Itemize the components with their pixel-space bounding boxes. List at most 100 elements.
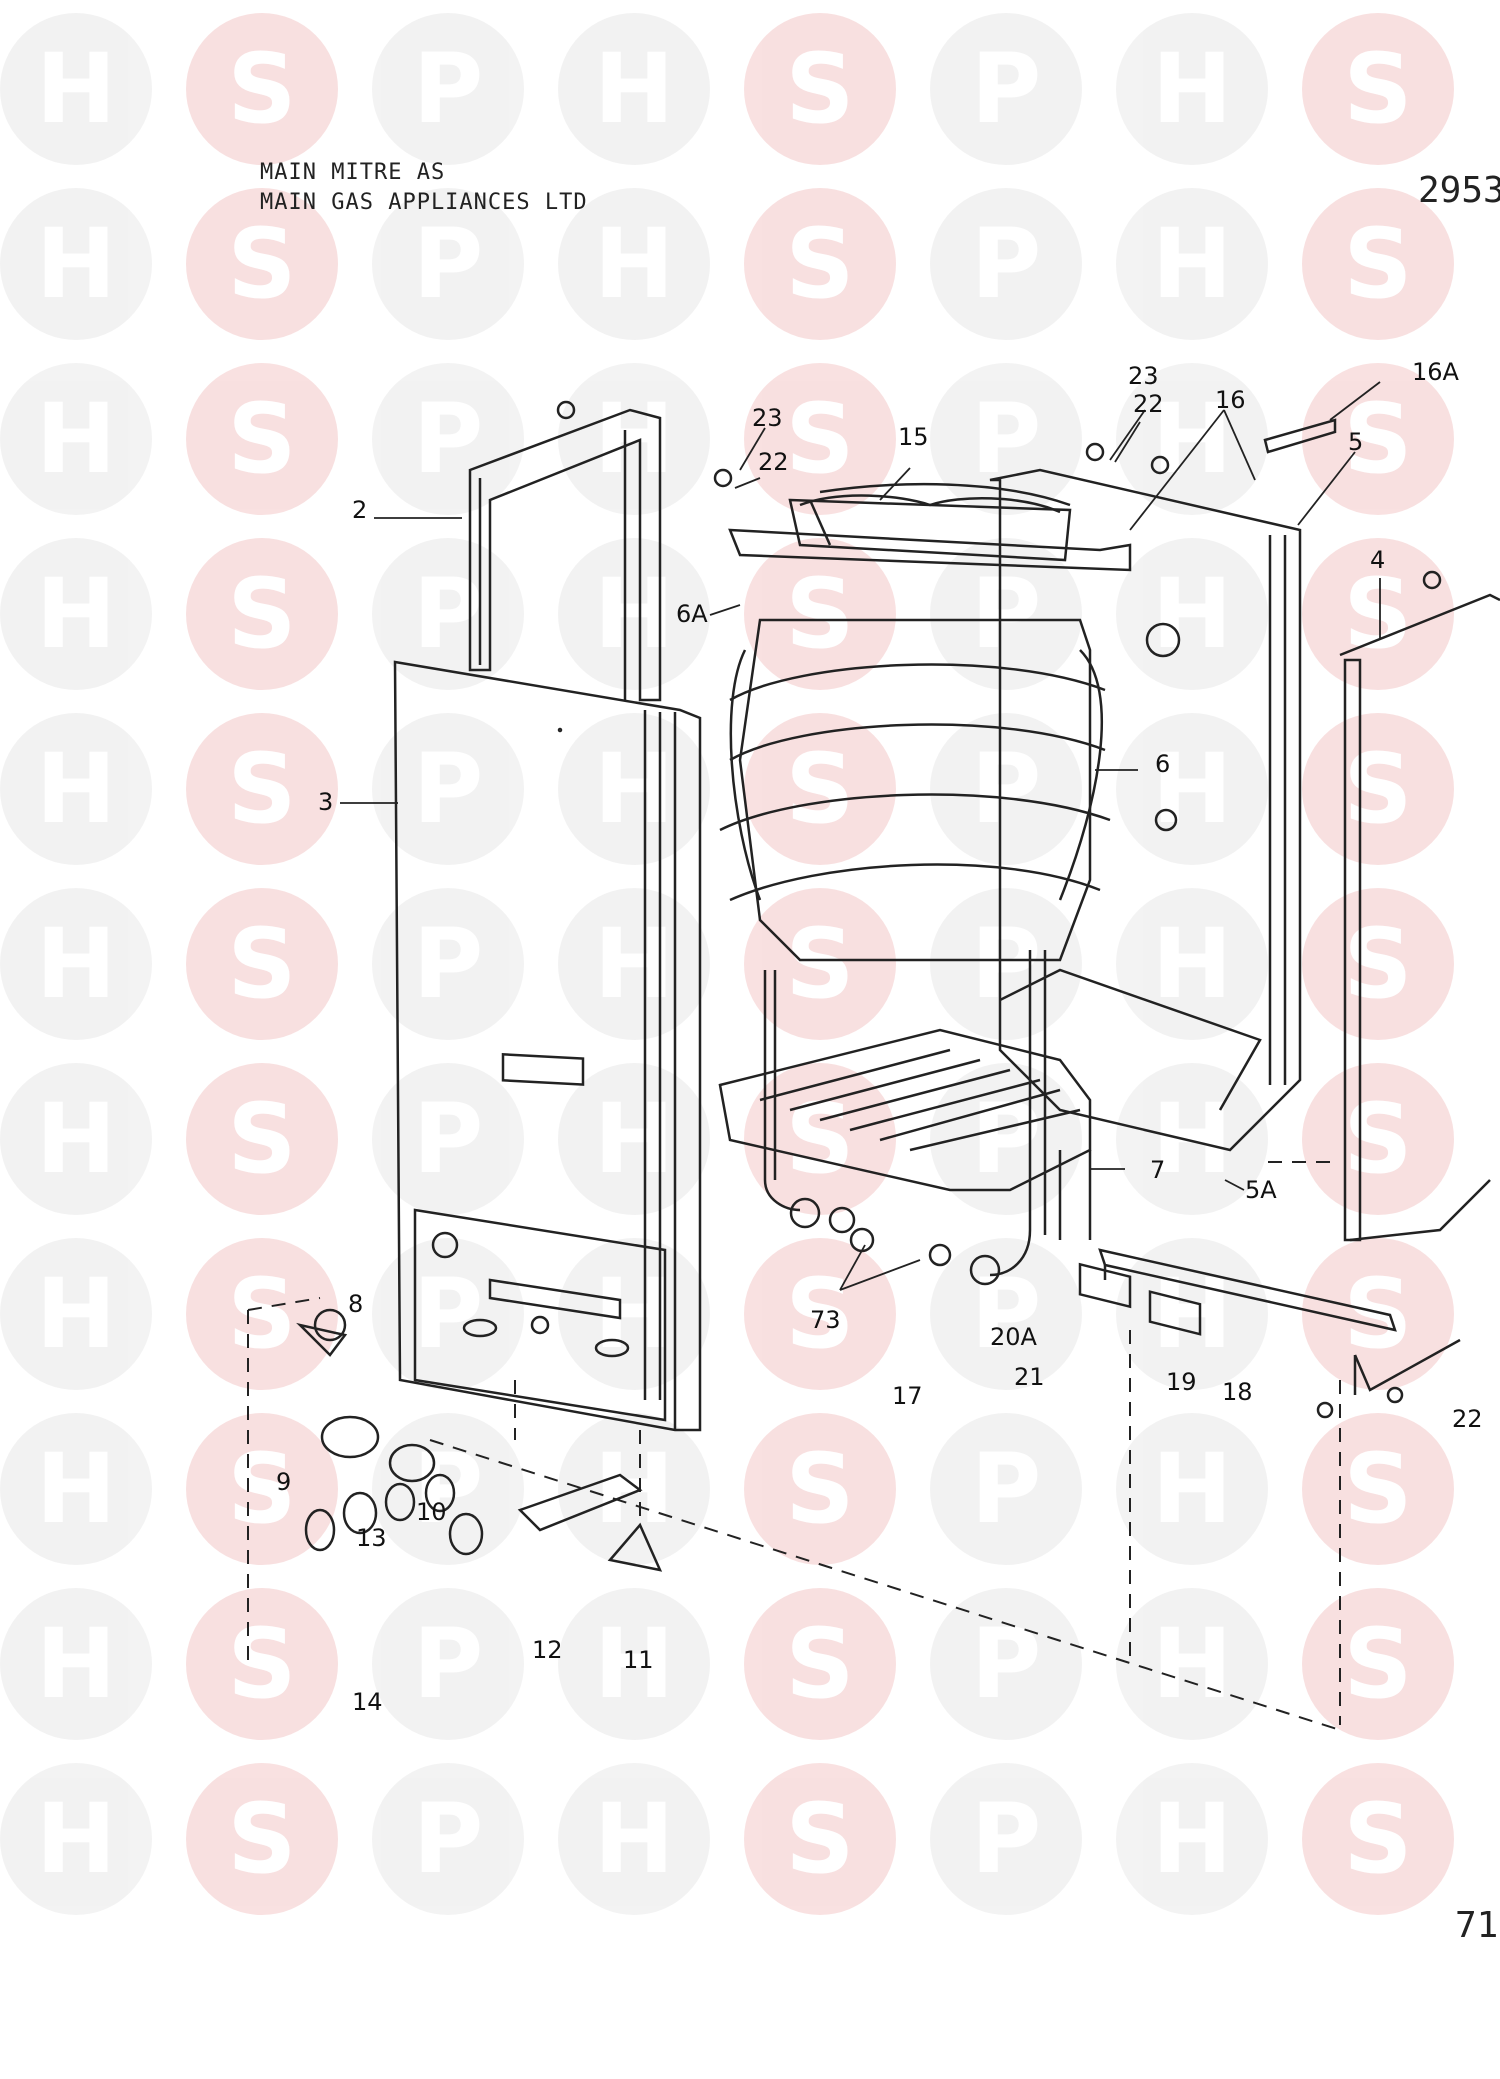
part-5-back-plate xyxy=(989,468,1302,1336)
watermark-s-circle: S xyxy=(186,13,338,165)
watermark-h-circle: H xyxy=(1116,1763,1268,1915)
part-18-rail xyxy=(1098,1248,1397,1332)
watermark-p-circle: P xyxy=(372,1238,524,1390)
watermark-s-circle: S xyxy=(744,888,896,1040)
part-4-side-panel xyxy=(1339,593,1500,1395)
callout-9: 9 xyxy=(276,1468,291,1496)
watermark-s-circle: S xyxy=(744,713,896,865)
callout-labels: 2 3 4 5 5A 6 6A 7 8 9 10 11 12 13 14 15 … xyxy=(276,358,1483,1716)
watermark-h-circle: H xyxy=(1116,1588,1268,1740)
callout-21: 21 xyxy=(1014,1363,1045,1391)
watermark-p-circle: P xyxy=(372,13,524,165)
watermark-s-circle: S xyxy=(186,713,338,865)
watermark-s-circle: S xyxy=(744,538,896,690)
callout-4: 4 xyxy=(1370,546,1385,574)
callout-16a: 16A xyxy=(1412,358,1460,386)
callout-5a: 5A xyxy=(1245,1176,1277,1204)
part-3-front-casing xyxy=(393,660,702,1432)
screws xyxy=(556,400,1442,1419)
watermark-h-circle: H xyxy=(558,188,710,340)
watermark-h-circle: H xyxy=(1116,1238,1268,1390)
watermark-p-circle: P xyxy=(930,363,1082,515)
watermark-s-circle: S xyxy=(1302,13,1454,165)
watermark-h-circle: H xyxy=(1116,188,1268,340)
callout-6a: 6A xyxy=(676,600,708,628)
watermark-p-circle: P xyxy=(930,1413,1082,1565)
assembly-guide-lines xyxy=(247,1161,1341,1731)
watermark-s-circle: S xyxy=(744,1588,896,1740)
callout-11: 11 xyxy=(623,1646,654,1674)
watermark-s-circle: S xyxy=(1302,1413,1454,1565)
watermark-h-circle: H xyxy=(558,13,710,165)
watermark-s-circle: S xyxy=(744,1063,896,1215)
watermark-p-circle: P xyxy=(930,1588,1082,1740)
watermark-h-circle: H xyxy=(558,538,710,690)
watermark-s-circle: S xyxy=(186,1238,338,1390)
watermark-p-circle: P xyxy=(930,1238,1082,1390)
watermark-s-circle: S xyxy=(186,538,338,690)
watermark-h-circle: H xyxy=(1116,13,1268,165)
watermark-h-circle: H xyxy=(1116,888,1268,1040)
callout-10: 10 xyxy=(416,1498,447,1526)
watermark-s-circle: S xyxy=(186,363,338,515)
watermark-s-circle: S xyxy=(744,1238,896,1390)
watermark-h-circle: H xyxy=(558,1588,710,1740)
callout-6: 6 xyxy=(1155,750,1170,778)
watermark-p-circle: P xyxy=(372,1413,524,1565)
callout-73: 73 xyxy=(810,1306,841,1334)
callout-23-left: 23 xyxy=(752,404,783,432)
part-15-flue-hood xyxy=(808,482,1071,546)
callout-7: 7 xyxy=(1150,1156,1165,1184)
callout-15: 15 xyxy=(898,423,929,451)
watermark-h-circle: H xyxy=(1116,538,1268,690)
watermark-h-circle: H xyxy=(0,888,152,1040)
watermark-p-circle: P xyxy=(372,1763,524,1915)
watermark-h-circle: H xyxy=(1116,1413,1268,1565)
watermark-s-circle: S xyxy=(186,1763,338,1915)
watermark-s-circle: S xyxy=(744,1763,896,1915)
callout-8: 8 xyxy=(348,1290,363,1318)
watermark-p-circle: P xyxy=(372,1063,524,1215)
callout-5: 5 xyxy=(1348,428,1363,456)
watermark-p-circle: P xyxy=(930,1763,1082,1915)
watermark-h-circle: H xyxy=(0,713,152,865)
watermark-h-circle: H xyxy=(0,538,152,690)
callout-23-top: 23 xyxy=(1128,362,1159,390)
watermark-s-circle: S xyxy=(1302,1063,1454,1215)
callout-19: 19 xyxy=(1166,1368,1197,1396)
callout-18: 18 xyxy=(1222,1378,1253,1406)
part-2-back-frame xyxy=(468,408,662,702)
watermark-h-circle: H xyxy=(0,13,152,165)
watermark-h-circle: H xyxy=(558,1238,710,1390)
watermark-p-circle: P xyxy=(930,188,1082,340)
gas-pipes xyxy=(763,950,1047,1286)
watermark-s-circle: S xyxy=(1302,713,1454,865)
callout-12: 12 xyxy=(532,1636,563,1664)
watermark-s-circle: S xyxy=(186,1588,338,1740)
callout-20a: 20A xyxy=(990,1323,1038,1351)
watermark-h-circle: H xyxy=(0,1238,152,1390)
callout-16: 16 xyxy=(1215,386,1246,414)
callout-2: 2 xyxy=(352,496,367,524)
watermark-s-circle: S xyxy=(744,363,896,515)
watermark-s-circle: S xyxy=(1302,1763,1454,1915)
manufacturer-line-2: MAIN GAS APPLIANCES LTD xyxy=(260,190,588,215)
watermark-h-circle: H xyxy=(558,1763,710,1915)
watermark-h-circle: H xyxy=(1116,363,1268,515)
manufacturer-line-1: MAIN MITRE AS xyxy=(260,160,446,185)
watermark-h-circle: H xyxy=(0,1588,152,1740)
watermark-s-circle: S xyxy=(186,1063,338,1215)
watermark-h-circle: H xyxy=(0,188,152,340)
callout-13: 13 xyxy=(356,1524,387,1552)
watermark-h-circle: H xyxy=(0,1413,152,1565)
leader-lines xyxy=(340,381,1381,1291)
callout-22-left: 22 xyxy=(758,448,789,476)
watermark-s-circle: S xyxy=(744,188,896,340)
drawing-number: 2953 xyxy=(1418,170,1500,211)
watermark-p-circle: P xyxy=(372,1588,524,1740)
watermark-h-circle: H xyxy=(0,1063,152,1215)
watermark-p-circle: P xyxy=(372,188,524,340)
watermark-s-circle: S xyxy=(1302,538,1454,690)
